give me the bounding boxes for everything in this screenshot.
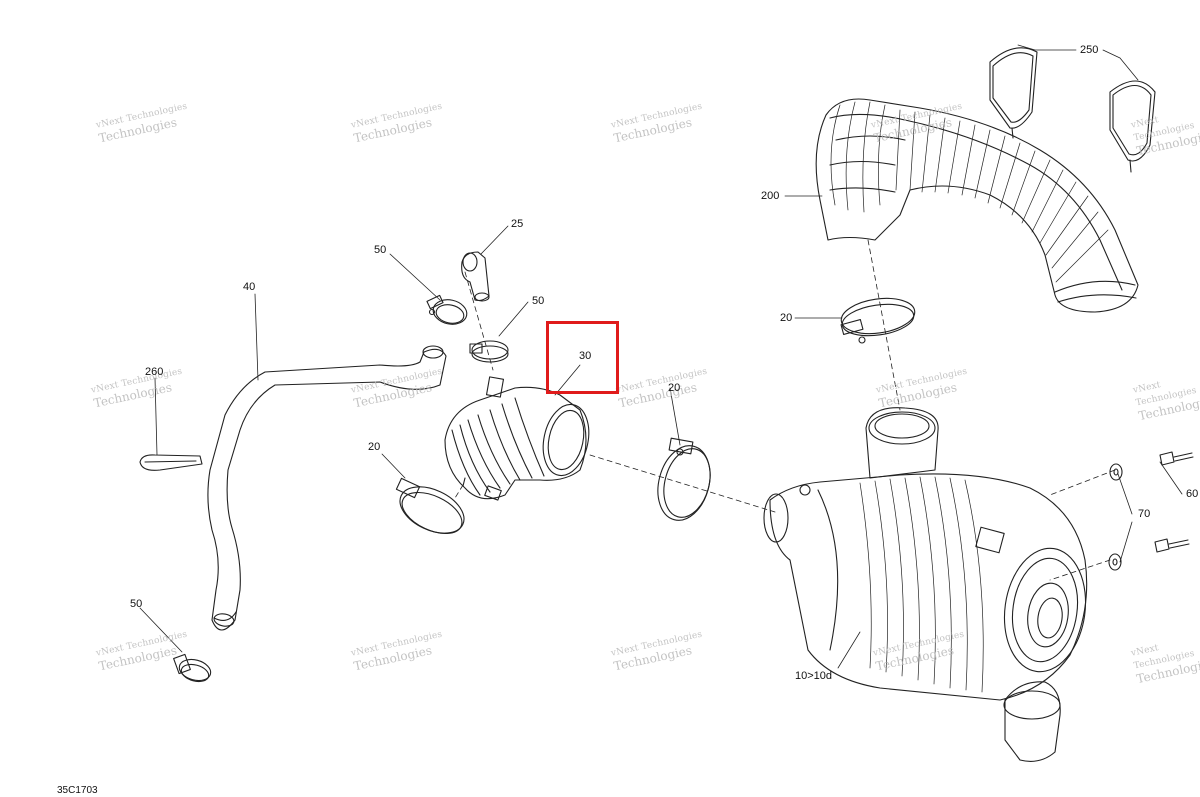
callout-20[interactable]: 20 bbox=[668, 382, 681, 394]
clamp-20-upper bbox=[840, 297, 916, 344]
clamp-50-right bbox=[469, 340, 509, 363]
callout-50[interactable]: 50 bbox=[374, 244, 387, 256]
callout-50[interactable]: 50 bbox=[532, 295, 545, 307]
drawing-number: 35C1703 bbox=[57, 785, 98, 796]
highlight-box bbox=[546, 321, 619, 394]
clamp-50-lower bbox=[173, 653, 212, 683]
callout-50[interactable]: 50 bbox=[130, 598, 143, 610]
callout-20[interactable]: 20 bbox=[368, 441, 381, 453]
callout-60[interactable]: 60 bbox=[1186, 488, 1199, 500]
hose-40 bbox=[207, 345, 447, 631]
callout-250[interactable]: 250 bbox=[1080, 44, 1099, 56]
intake-duct-200 bbox=[815, 98, 1139, 313]
assembly-lines bbox=[454, 239, 1116, 581]
clamp-50-left bbox=[426, 294, 468, 325]
clamp-20-middle bbox=[657, 437, 711, 521]
callout-40[interactable]: 40 bbox=[243, 281, 256, 293]
clamp-20-left bbox=[395, 477, 465, 535]
callout-25[interactable]: 25 bbox=[511, 218, 524, 230]
strap-260 bbox=[139, 454, 203, 471]
callout-200[interactable]: 200 bbox=[761, 190, 780, 202]
hardware-60-70 bbox=[1108, 451, 1194, 571]
callout-260[interactable]: 260 bbox=[145, 366, 164, 378]
leader-lines bbox=[139, 44, 1183, 669]
fitting-25 bbox=[461, 251, 490, 302]
callout-30[interactable]: 30 bbox=[579, 350, 592, 362]
airbox-10 bbox=[763, 407, 1088, 762]
callout-70[interactable]: 70 bbox=[1138, 508, 1151, 520]
gasket-250 bbox=[989, 47, 1156, 173]
callout-20[interactable]: 20 bbox=[780, 312, 793, 324]
elbow-30 bbox=[444, 376, 590, 501]
callout-10[interactable]: 10>10d bbox=[795, 670, 833, 682]
